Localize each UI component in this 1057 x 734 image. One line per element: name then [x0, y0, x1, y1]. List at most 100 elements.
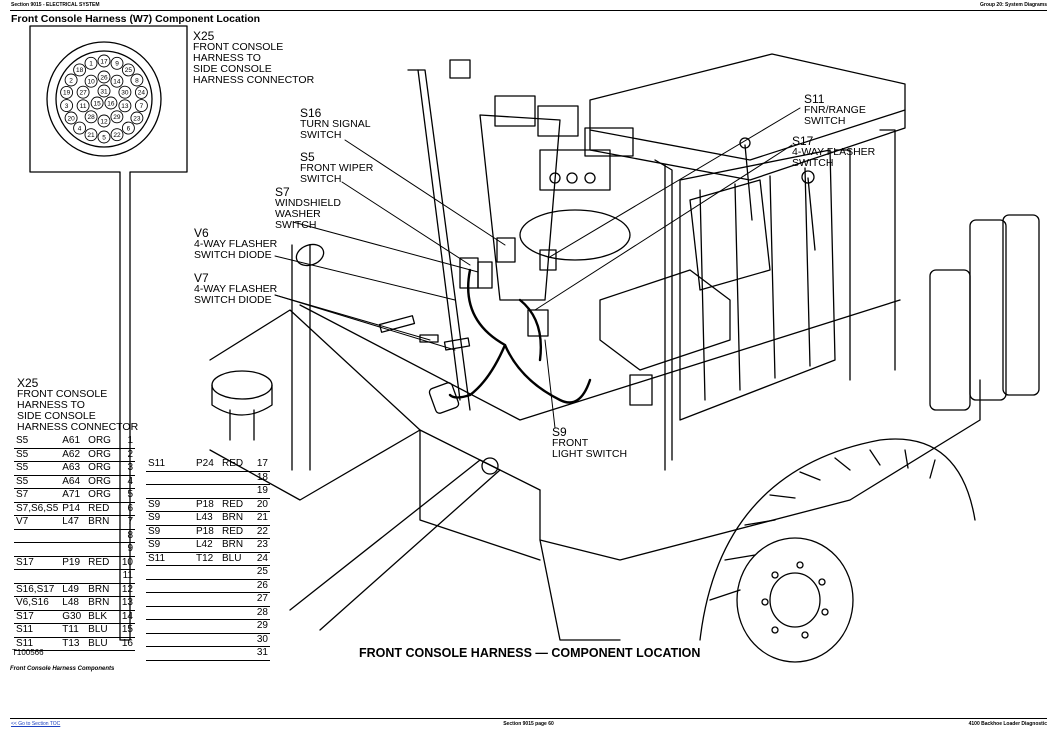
callout-s17-code: S17: [792, 134, 814, 148]
pin-cell-color: [220, 484, 248, 499]
switch-s11-body: [539, 249, 557, 271]
connector-pin: [73, 121, 87, 135]
callout-v7-line: 4-WAY FLASHER: [194, 283, 278, 295]
pin-cell-color: [220, 565, 248, 580]
pin-cell-comp: S11: [146, 552, 194, 566]
pin-cell-comp: S9: [146, 511, 194, 526]
pin-row: 19: [146, 484, 270, 499]
exhaust-stack: [291, 244, 311, 471]
pin-cell-pin: 7: [114, 515, 135, 530]
callout-s5-code: S5: [300, 150, 315, 164]
connector-pin-number: 14: [113, 79, 121, 86]
table-heading-line: FRONT CONSOLE: [17, 388, 108, 400]
callout-s16-code: S16: [300, 106, 322, 120]
rear-wheel-hub: [736, 537, 854, 663]
lever-2: [807, 177, 816, 251]
pin-cell-color: [220, 606, 248, 620]
lever-2-knob: [801, 170, 815, 184]
pin-cell-comp: S16,S17: [14, 583, 61, 597]
callout-s7-code: S7: [275, 185, 290, 199]
overhead-module-3: [584, 127, 634, 157]
pin-cell-pin: 11: [114, 569, 135, 584]
pin-cell-pin: 5: [114, 488, 135, 503]
callout-x25-line: SIDE CONSOLE: [193, 63, 272, 75]
body-side: [419, 429, 541, 561]
footer-rule: [10, 718, 1047, 719]
callout-s5-line: SWITCH: [300, 173, 342, 185]
callout-s9-code: S9: [552, 425, 567, 439]
pin-cell-wire: T12: [194, 552, 220, 566]
pin-cell-comp: S9: [146, 498, 194, 512]
callout-v7-code: V7: [194, 271, 209, 285]
pin-cell-wire: [194, 579, 220, 593]
callout-x25-line: FRONT CONSOLE: [193, 41, 284, 53]
overhead-module: [494, 95, 536, 127]
pin-cell-pin: 27: [248, 592, 270, 607]
cab-post-front-left: [407, 69, 471, 411]
pin-cell-comp: [146, 606, 194, 620]
callout-s7-line: WINDSHIELD: [275, 197, 341, 209]
pin-cell-comp: [146, 592, 194, 607]
callout-v6-line: 4-WAY FLASHER: [194, 238, 278, 250]
pin-cell-comp: S11: [14, 637, 61, 651]
connector-pin-number: 7: [140, 103, 144, 110]
connector-face-outer: [46, 41, 162, 157]
pin-cell-wire: P19: [60, 556, 87, 570]
cab-floor: [299, 299, 901, 421]
callout-s11-line: FNR/RANGE: [804, 104, 866, 116]
pin-cell-wire: A64: [60, 475, 87, 489]
switch-s9-body: [527, 309, 549, 337]
pin-cell-color: RED: [220, 525, 248, 539]
pin-cell-comp: S17: [14, 610, 61, 624]
callout-x25-code: X25: [193, 29, 215, 43]
pin-cell-pin: 30: [248, 633, 270, 647]
pin-cell-pin: 19: [248, 484, 270, 499]
pin-cell-pin: 24: [248, 552, 270, 566]
pin-cell-wire: [194, 633, 220, 647]
pin-cell-color: ORG: [86, 488, 115, 503]
table-heading-line: HARNESS TO: [17, 399, 85, 411]
connector-pin-number: 30: [121, 90, 129, 97]
connector-pin-number: 25: [125, 67, 133, 74]
seat: [599, 269, 731, 371]
pin-cell-comp: [146, 565, 194, 580]
pin-row: 31: [146, 646, 270, 661]
leader-v7-b: [274, 294, 456, 351]
connector-pin-number: 3: [65, 103, 69, 110]
callout-v7: V7 4-WAY FLASHER SWITCH DIODE: [194, 272, 277, 306]
rear-light: [929, 269, 971, 411]
pin-cell-pin: 8: [114, 529, 135, 543]
pin-cell-wire: P24: [194, 458, 220, 472]
pin-cell-wire: A62: [60, 448, 87, 462]
fill-cap-neck: [229, 409, 255, 441]
cab-post-mid: [654, 159, 673, 461]
callout-v6-line: SWITCH DIODE: [194, 249, 272, 261]
pin-cell-pin: 16: [114, 637, 135, 651]
pin-cell-color: ORG: [86, 461, 115, 476]
connector-pin-number: 27: [79, 90, 87, 97]
connector-pin-number: 21: [87, 132, 95, 139]
pin-cell-color: ORG: [86, 448, 115, 462]
callout-s17-line: 4-WAY FLASHER: [792, 146, 876, 158]
page-title: Front Console Harness (W7) Component Loc…: [11, 13, 261, 25]
pin-cell-comp: S9: [146, 525, 194, 539]
toc-link[interactable]: << Go to Section TOC: [11, 721, 61, 727]
connector-pin-number: 8: [135, 77, 139, 84]
callout-s9-line: FRONT: [552, 437, 589, 449]
connector-pin-number: 11: [80, 103, 87, 110]
pin-cell-color: [220, 592, 248, 607]
connector-pin: [64, 73, 78, 87]
cab-post-rear: [834, 149, 851, 381]
pin-cell-color: RED: [86, 502, 115, 516]
cab-roof-edge: [589, 109, 906, 181]
connector-pin-number: 12: [100, 118, 108, 125]
